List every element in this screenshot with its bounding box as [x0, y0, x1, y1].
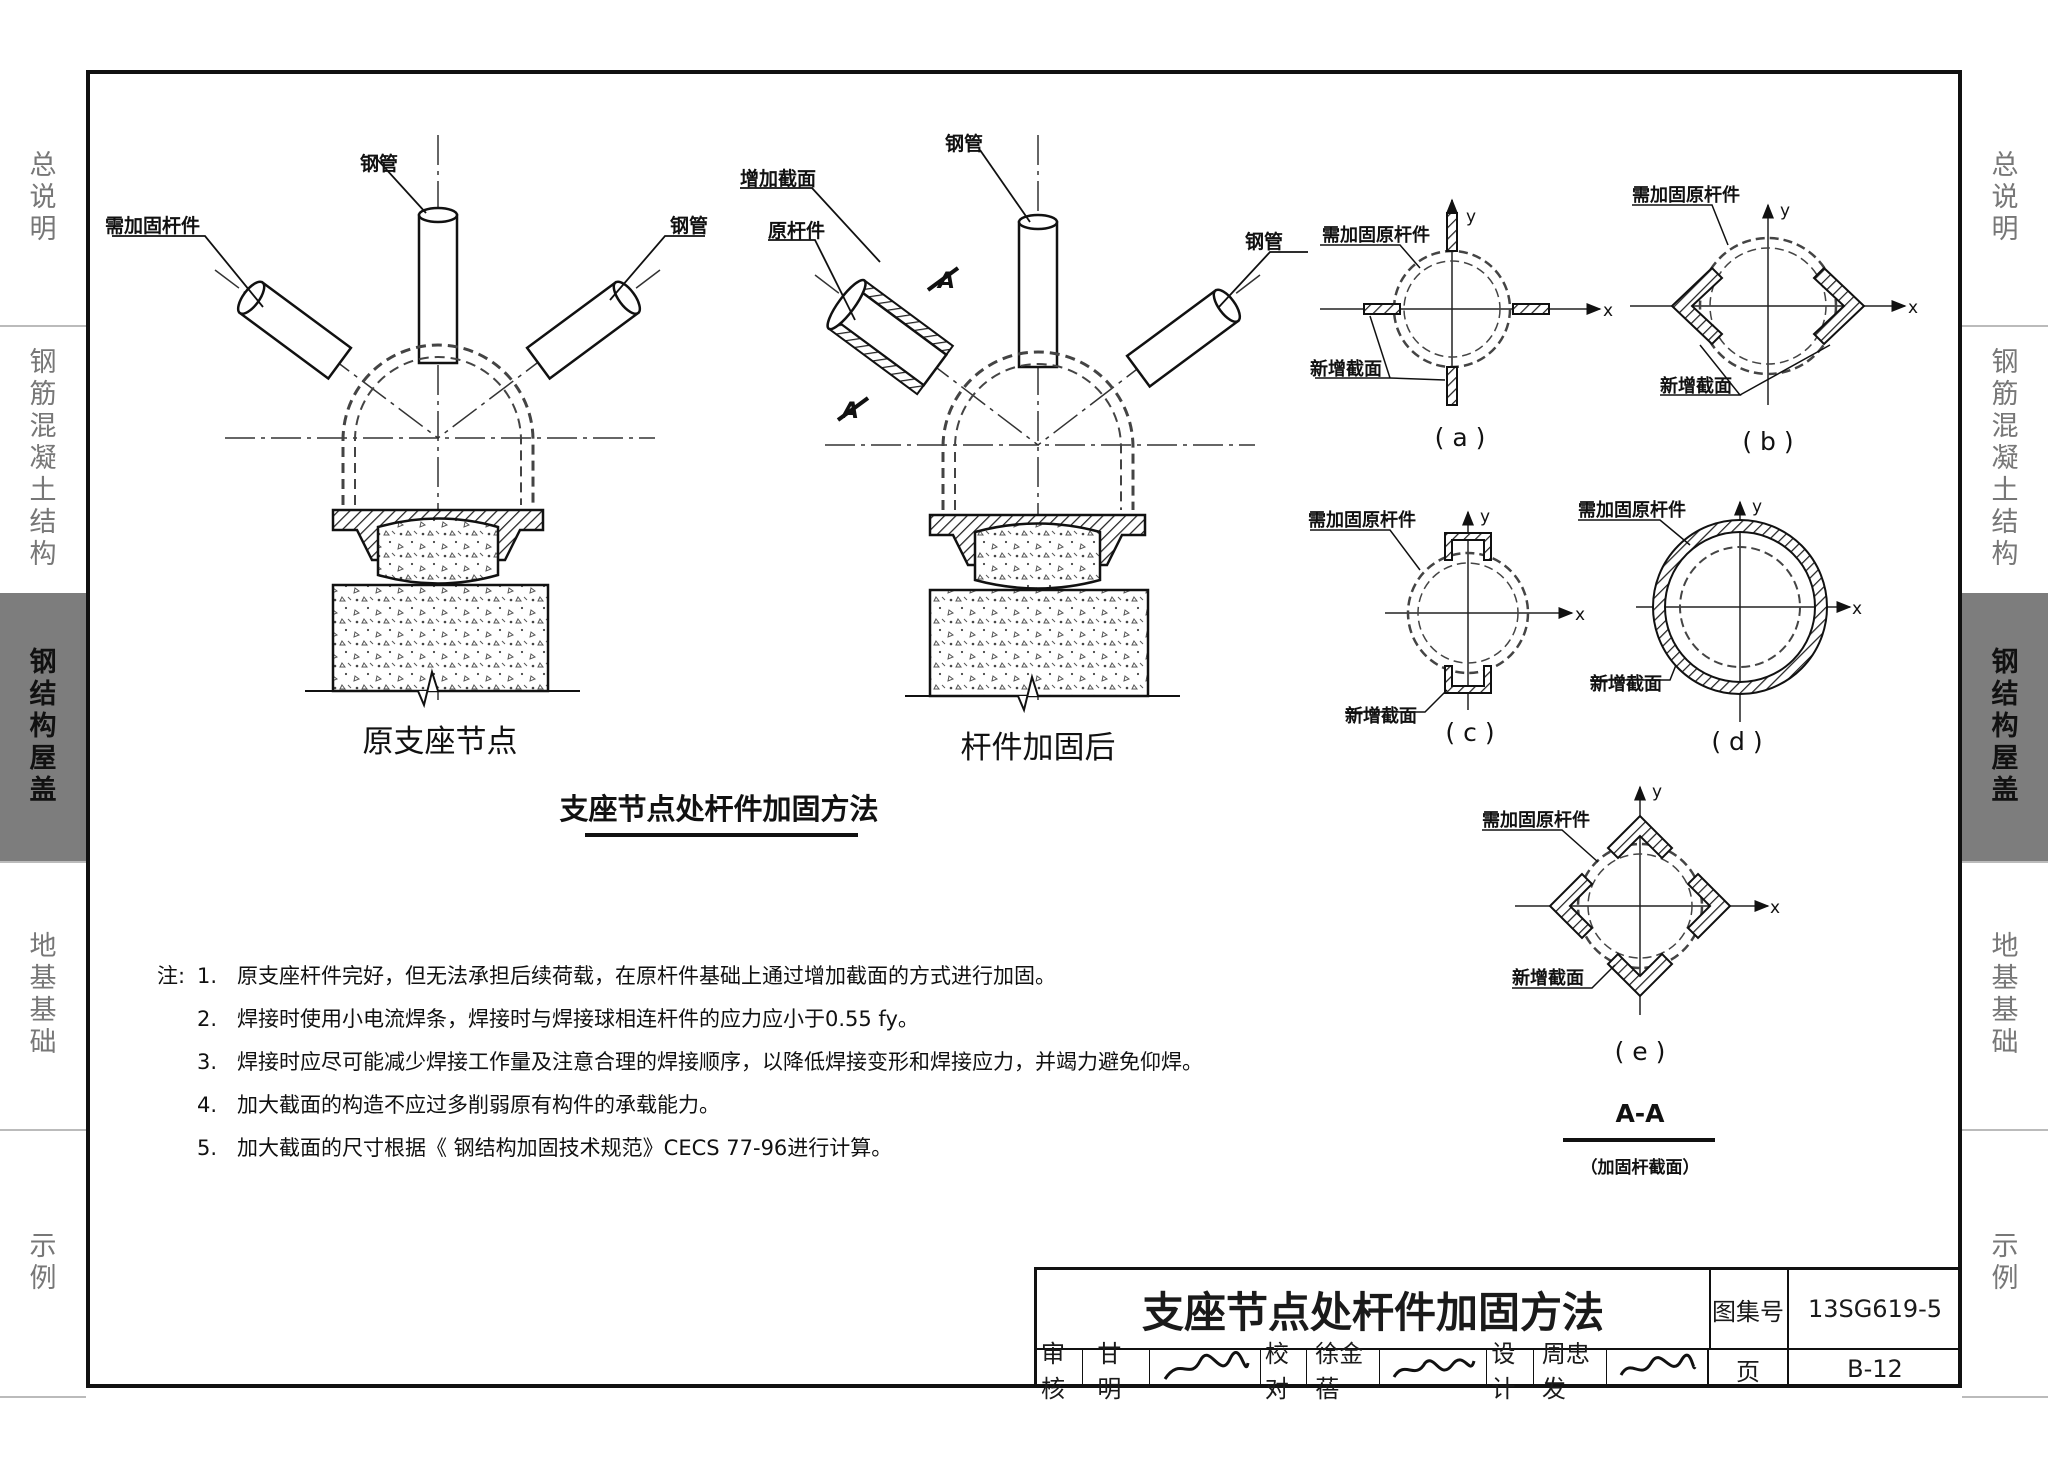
right-tab-2[interactable]: 钢结构屋盖 [1962, 593, 2048, 863]
axis-b-x: x [1908, 298, 1918, 318]
left-tab-0[interactable]: 总说明 [0, 70, 86, 327]
note-item: 3. 焊接时应尽可能减少焊接工作量及注意合理的焊接顺序，以降低焊接变形和焊接应力，… [157, 1041, 1203, 1084]
label-added-section: 增加截面 [740, 167, 816, 190]
section-mark-upper: A [936, 269, 955, 294]
note-text: 加大截面的尺寸根据《 钢结构加固技术规范》CECS 77-96进行计算。 [237, 1136, 893, 1160]
axis-c-y: y [1480, 507, 1490, 527]
note-text: 焊接时使用小电流焊条，焊接时与焊接球相连杆件的应力应小于0.55 fy。 [237, 1007, 919, 1031]
label-c-added: 新增截面 [1345, 705, 1417, 727]
note-number: 5. [197, 1136, 218, 1160]
left-tab-2[interactable]: 钢结构屋盖 [0, 593, 86, 863]
axis-e-x: x [1770, 898, 1780, 918]
note-number: 2. [197, 1007, 218, 1031]
label-steel-pipe-right-left: 钢管 [670, 214, 708, 237]
note-number: 1. [197, 964, 218, 988]
section-b [1630, 203, 1907, 405]
reviewer-name: 甘明 [1083, 1340, 1150, 1403]
right-tab-0[interactable]: 总说明 [1962, 70, 2048, 327]
axis-c-x: x [1575, 605, 1585, 625]
label-b: ( b ) [1742, 427, 1793, 456]
check-label: 校对 [1261, 1340, 1308, 1403]
axis-d-x: x [1852, 599, 1862, 619]
note-number: 3. [197, 1050, 218, 1074]
note-text: 原支座杆件完好，但无法承担后续荷载，在原杆件基础上通过增加截面的方式进行加固。 [237, 964, 1056, 988]
left-tab-4[interactable]: 示例 [0, 1129, 86, 1398]
axis-d-y: y [1752, 497, 1762, 517]
label-b-added: 新增截面 [1660, 375, 1732, 397]
note-item: 5. 加大截面的尺寸根据《 钢结构加固技术规范》CECS 77-96进行计算。 [157, 1127, 1203, 1170]
checker-name: 徐金蓓 [1307, 1340, 1381, 1403]
label-c: ( c ) [1445, 718, 1494, 747]
label-e-added: 新增截面 [1512, 967, 1584, 989]
label-steel-pipe-top-right: 钢管 [945, 132, 983, 155]
section-a [1315, 198, 1602, 406]
designer-signature [1607, 1350, 1707, 1388]
label-a-added: 新增截面 [1310, 358, 1382, 380]
design-label: 设计 [1487, 1340, 1534, 1403]
note-item: 4. 加大截面的构造不应过多削弱原有构件的承载能力。 [157, 1084, 1203, 1127]
axis-a-y: y [1466, 207, 1476, 227]
title-original-node: 原支座节点 [363, 724, 518, 760]
label-a: ( a ) [1435, 423, 1486, 452]
section-e [1482, 785, 1770, 1015]
page-label: 页 [1709, 1348, 1789, 1388]
note-text: 加大截面的构造不应过多削弱原有构件的承载能力。 [237, 1093, 720, 1117]
note-item: 注: 1. 原支座杆件完好，但无法承担后续荷载，在原杆件基础上通过增加截面的方式进行… [157, 955, 1203, 998]
left-tab-3[interactable]: 地基基础 [0, 861, 86, 1131]
note-item: 2. 焊接时使用小电流焊条，焊接时与焊接球相连杆件的应力应小于0.55 fy。 [157, 998, 1203, 1041]
label-d-member: 需加固原杆件 [1578, 499, 1686, 521]
axis-e-y: y [1652, 782, 1662, 802]
label-e-member: 需加固原杆件 [1482, 809, 1590, 831]
section-d [1578, 500, 1852, 722]
title-block: 支座节点处杆件加固方法 图集号 13SG619-5 页 B-12 审核 甘明 校… [1034, 1267, 1961, 1403]
label-steel-pipe-top-left: 钢管 [360, 152, 398, 175]
original-support-node [112, 135, 705, 709]
label-a-member: 需加固原杆件 [1322, 224, 1430, 246]
left-side-tabs: 总说明钢筋混凝土结构钢结构屋盖地基基础示例 [0, 70, 86, 1398]
right-tab-4[interactable]: 示例 [1962, 1129, 2048, 1398]
caption-main: 支座节点处杆件加固方法 [559, 792, 878, 826]
section-aa-title: A-A [1615, 1099, 1665, 1128]
review-label: 审核 [1037, 1340, 1084, 1403]
title-reinforced-node: 杆件加固后 [961, 730, 1116, 766]
section-c [1310, 510, 1574, 713]
drawing-frame [86, 70, 1962, 1388]
label-steel-pipe-right-right: 钢管 [1245, 230, 1283, 253]
designer-name: 周忠发 [1534, 1340, 1607, 1403]
note-prefix: 注: [157, 964, 186, 988]
axis-b-y: y [1780, 201, 1790, 221]
signature-row: 审核 甘明 校对 徐金蓓 设计 周忠发 [1037, 1340, 1709, 1403]
note-number: 4. [197, 1093, 218, 1117]
section-mark-lower: A [840, 399, 859, 424]
label-d-added: 新增截面 [1590, 673, 1662, 695]
reinforced-support-node [740, 135, 1308, 714]
label-b-member: 需加固原杆件 [1632, 184, 1740, 206]
checker-signature [1380, 1350, 1488, 1388]
right-tab-3[interactable]: 地基基础 [1962, 861, 2048, 1131]
right-side-tabs: 总说明钢筋混凝土结构钢结构屋盖地基基础示例 [1962, 70, 2048, 1398]
label-e: ( e ) [1615, 1037, 1666, 1066]
notes: 注: 1. 原支座杆件完好，但无法承担后续荷载，在原杆件基础上通过增加截面的方式进行… [157, 955, 1203, 1170]
label-d: ( d ) [1711, 727, 1762, 756]
note-text: 焊接时应尽可能减少焊接工作量及注意合理的焊接顺序，以降低焊接变形和焊接应力，并竭… [237, 1050, 1203, 1074]
axis-a-x: x [1603, 301, 1613, 321]
page-number: B-12 [1789, 1348, 1961, 1388]
label-c-member: 需加固原杆件 [1308, 509, 1416, 531]
section-aa-subtitle: （加固杆截面） [1581, 1157, 1700, 1178]
label-member-to-reinforce: 需加固杆件 [105, 214, 200, 237]
atlas-number: 13SG619-5 [1807, 1295, 1943, 1323]
left-tab-1[interactable]: 钢筋混凝土结构 [0, 325, 86, 595]
title-block-title: 支座节点处杆件加固方法 [1037, 1270, 1711, 1348]
atlas-label: 图集号 [1709, 1270, 1789, 1348]
reviewer-signature [1150, 1350, 1261, 1388]
label-original-member: 原杆件 [768, 219, 825, 242]
